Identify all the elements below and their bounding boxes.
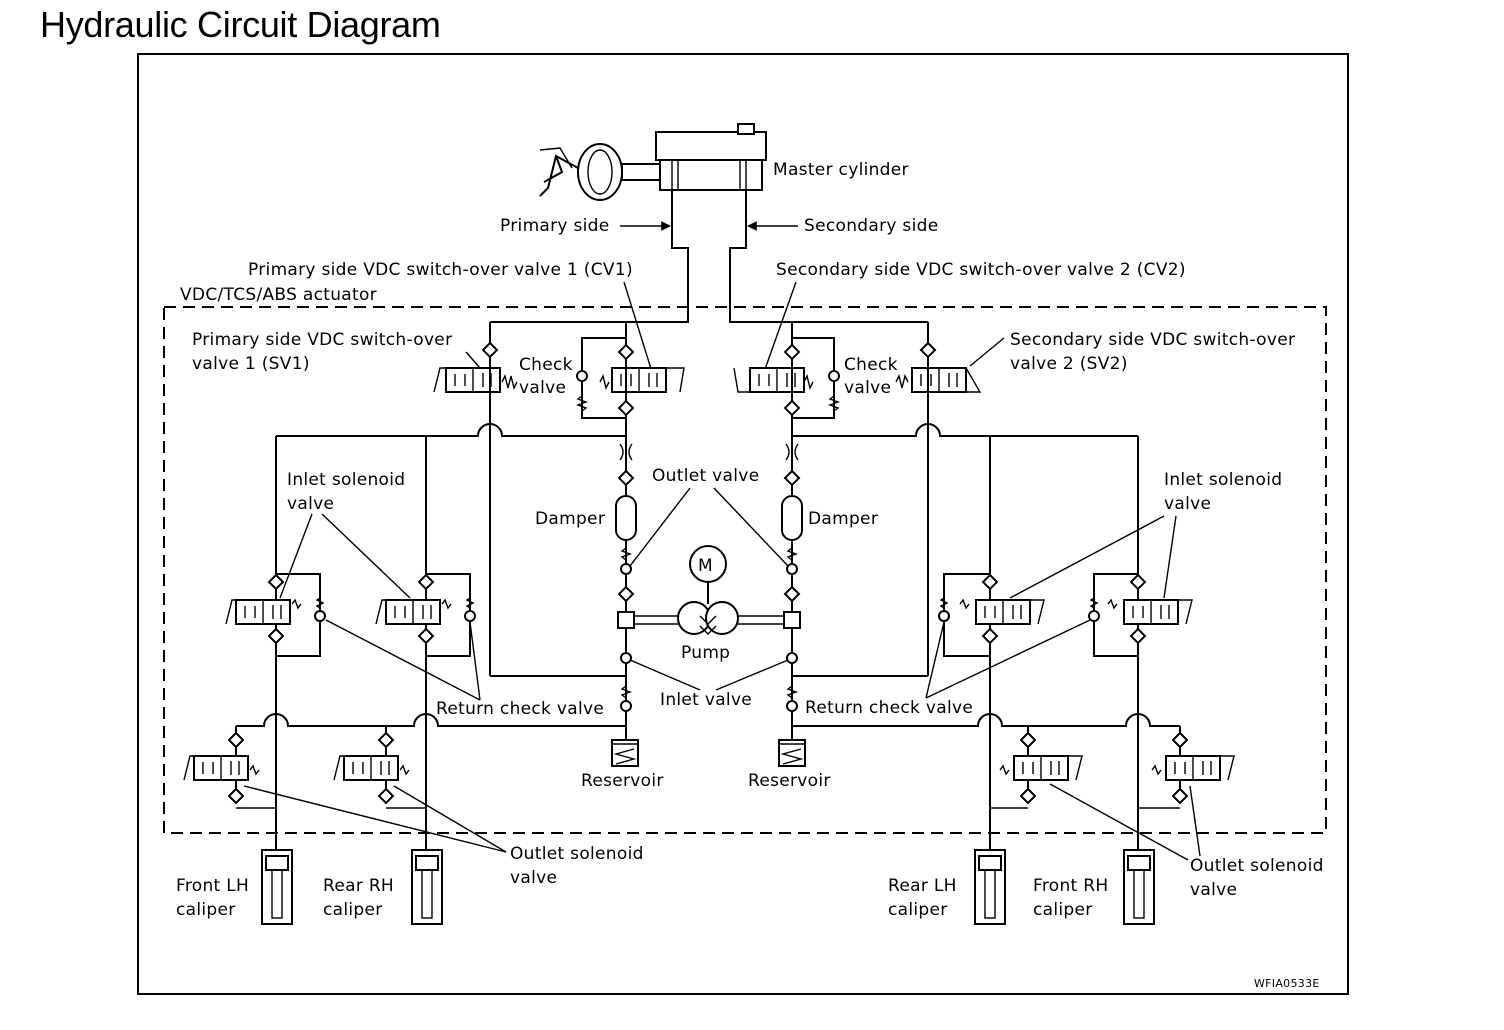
sv1-valve: [433, 367, 518, 393]
outlet-solenoid-label-right: Outlet solenoid: [1190, 856, 1324, 876]
outlet-solenoid-label-left: Outlet solenoid: [510, 844, 644, 864]
rear-lh-label: Rear LH: [888, 876, 957, 896]
return-check-valve-label-left: Return check valve: [436, 699, 604, 719]
rear-rh-caliper-label: caliper: [323, 900, 383, 920]
damper-label-right: Damper: [808, 509, 878, 529]
cv2-label: Secondary side VDC switch-over valve 2 (…: [776, 260, 1186, 280]
outlet-solenoid-valve-label-right: valve: [1190, 880, 1237, 900]
pump-label: Pump: [681, 643, 730, 663]
inlet-solenoid-valve-label-left: valve: [287, 494, 334, 514]
inlet-valve-label: Inlet valve: [660, 690, 752, 710]
inlet-solenoid-label-left: Inlet solenoid: [287, 470, 405, 490]
check-valve-label-right: valve: [844, 378, 891, 398]
front-lh-label: Front LH: [176, 876, 249, 896]
primary-side-label: Primary side: [500, 216, 610, 236]
check-label-left: Check: [519, 355, 573, 375]
outlet-solenoid-valve-label-left: valve: [510, 868, 557, 888]
caliper-rear-lh: [974, 849, 1006, 925]
rear-rh-label: Rear RH: [323, 876, 394, 896]
front-lh-caliper-label: caliper: [176, 900, 236, 920]
inlet-solenoid-valve-label-right: valve: [1164, 494, 1211, 514]
damper-label-left: Damper: [535, 509, 605, 529]
pump-assembly: [617, 545, 801, 635]
secondary-side-label: Secondary side: [804, 216, 938, 236]
inlet-solenoid-label-right: Inlet solenoid: [1164, 470, 1282, 490]
master-cylinder-label: Master cylinder: [773, 160, 909, 180]
cv1-valve: [599, 367, 685, 393]
diagram-frame: [137, 53, 1349, 995]
return-check-valve-label-right: Return check valve: [805, 698, 973, 718]
sv2-label-line2: valve 2 (SV2): [1010, 354, 1128, 374]
outlet-valve-label: Outlet valve: [652, 466, 759, 486]
check-valve-label-left: valve: [519, 378, 566, 398]
sv1-label-line2: valve 1 (SV1): [192, 354, 310, 374]
figure-code: WFIA0533E: [1254, 977, 1320, 990]
caliper-front-lh: [261, 849, 293, 925]
front-rh-label: Front RH: [1033, 876, 1108, 896]
rear-lh-caliper-label: caliper: [888, 900, 948, 920]
reservoir-label-right: Reservoir: [748, 771, 831, 791]
check-label-right: Check: [844, 355, 898, 375]
motor-label: M: [698, 556, 713, 576]
caliper-rear-rh: [411, 849, 443, 925]
caliper-front-rh: [1123, 849, 1155, 925]
page-title: Hydraulic Circuit Diagram: [40, 4, 441, 45]
sv2-label-line1: Secondary side VDC switch-over: [1010, 330, 1295, 350]
reservoir-label-left: Reservoir: [581, 771, 664, 791]
sv1-label-line1: Primary side VDC switch-over: [192, 330, 452, 350]
front-rh-caliper-label: caliper: [1033, 900, 1093, 920]
cv2-valve: [733, 367, 814, 393]
cv1-label: Primary side VDC switch-over valve 1 (CV…: [248, 260, 633, 280]
actuator-boundary: [163, 306, 1327, 834]
actuator-label: VDC/TCS/ABS actuator: [180, 285, 377, 305]
sv2-valve: [895, 367, 982, 393]
reservoir-right: [778, 739, 806, 767]
reservoir-left: [611, 739, 639, 767]
master-cylinder: [539, 123, 767, 201]
